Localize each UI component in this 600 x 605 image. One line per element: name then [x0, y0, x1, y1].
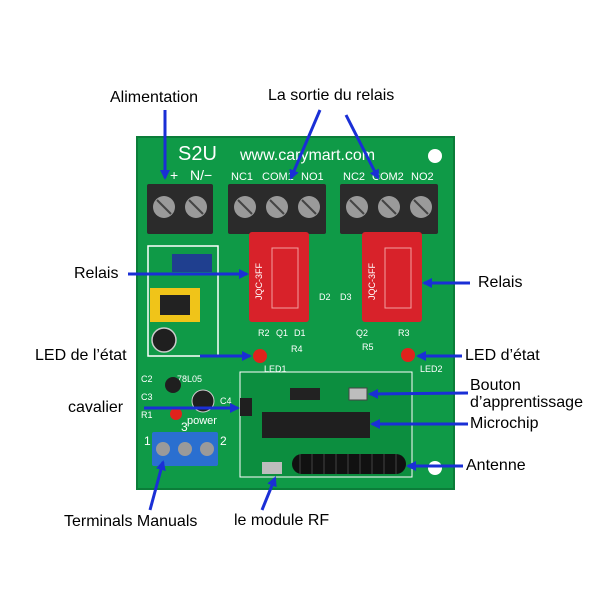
led2: [401, 348, 415, 362]
label-module-rf: le module RF: [234, 512, 330, 529]
arrow-terminals-manuals: [148, 460, 166, 511]
relay-2: JQC-3FF: [362, 232, 422, 322]
board-website: www.carymart.com: [239, 147, 375, 164]
power-supply-module: [147, 245, 219, 357]
label-c4: C4: [220, 396, 232, 406]
manual-terminal-3: 3: [181, 420, 188, 434]
power-neutral-label: N/−: [190, 167, 212, 183]
label-d2: D2: [319, 292, 331, 302]
relay2-terminal-block: [340, 184, 438, 234]
label-r3: R3: [398, 328, 410, 338]
label-r2: R2: [258, 328, 270, 338]
manual-terminal-2: 2: [220, 434, 227, 448]
power-led: [170, 408, 182, 420]
nc2-label: NC2: [343, 171, 365, 183]
label-led-right: LED d’état: [465, 347, 540, 364]
label-relais-left: Relais: [74, 265, 119, 282]
microchip: [262, 388, 370, 438]
label-antenne: Antenne: [466, 457, 526, 474]
arrow-module-rf: [260, 476, 277, 511]
mounting-hole: [428, 461, 442, 475]
led1-label: LED1: [264, 364, 287, 374]
label-r5: R5: [362, 342, 374, 352]
label-relais-right: Relais: [478, 274, 523, 291]
power-label: power: [187, 415, 217, 427]
label-q2: Q2: [356, 328, 368, 338]
label-r1: R1: [141, 410, 153, 420]
label-sortie-relais: La sortie du relais: [268, 87, 395, 104]
com2-label: COM2: [372, 171, 404, 183]
manual-terminal-block: [152, 432, 218, 466]
power-terminal-block: [147, 184, 213, 234]
svg-text:JQC-3FF: JQC-3FF: [367, 263, 377, 301]
com1-label: COM1: [262, 171, 294, 183]
label-cavalier: cavalier: [68, 399, 124, 416]
nc1-label: NC1: [231, 171, 253, 183]
rf-component: [262, 462, 282, 474]
board-model: S2U: [178, 143, 217, 165]
arrow-sortie-1: [289, 109, 322, 180]
label-led-left: LED de l’état: [35, 347, 127, 364]
no1-label: NO1: [301, 171, 324, 183]
regulator: [165, 377, 181, 393]
no2-label: NO2: [411, 171, 434, 183]
led1: [253, 349, 267, 363]
jumper: [240, 398, 252, 416]
label-d1: D1: [294, 328, 306, 338]
antenna: [292, 454, 406, 474]
learning-button: [348, 387, 368, 401]
label-bouton-line2: d’apprentissage: [470, 394, 583, 411]
label-bouton-line1: Bouton: [470, 377, 521, 394]
relay1-terminal-block: [228, 184, 326, 234]
regulator-label: 78L05: [177, 374, 202, 384]
label-r4: R4: [291, 344, 303, 354]
label-q1: Q1: [276, 328, 288, 338]
manual-terminal-1: 1: [144, 434, 151, 448]
label-alimentation: Alimentation: [110, 89, 199, 106]
label-d3: D3: [340, 292, 352, 302]
svg-text:JQC-3FF: JQC-3FF: [254, 263, 264, 301]
label-c2: C2: [141, 374, 153, 384]
relay-1: JQC-3FF: [249, 232, 309, 322]
label-c3: C3: [141, 392, 153, 402]
label-terminals-manuals: Terminals Manuals: [64, 513, 198, 530]
led2-label: LED2: [420, 364, 443, 374]
mounting-hole: [428, 149, 442, 163]
power-plus-label: +: [170, 167, 178, 183]
arrow-bouton: [368, 388, 469, 399]
arrow-sortie-2: [344, 114, 380, 180]
label-microchip: Microchip: [470, 415, 539, 432]
